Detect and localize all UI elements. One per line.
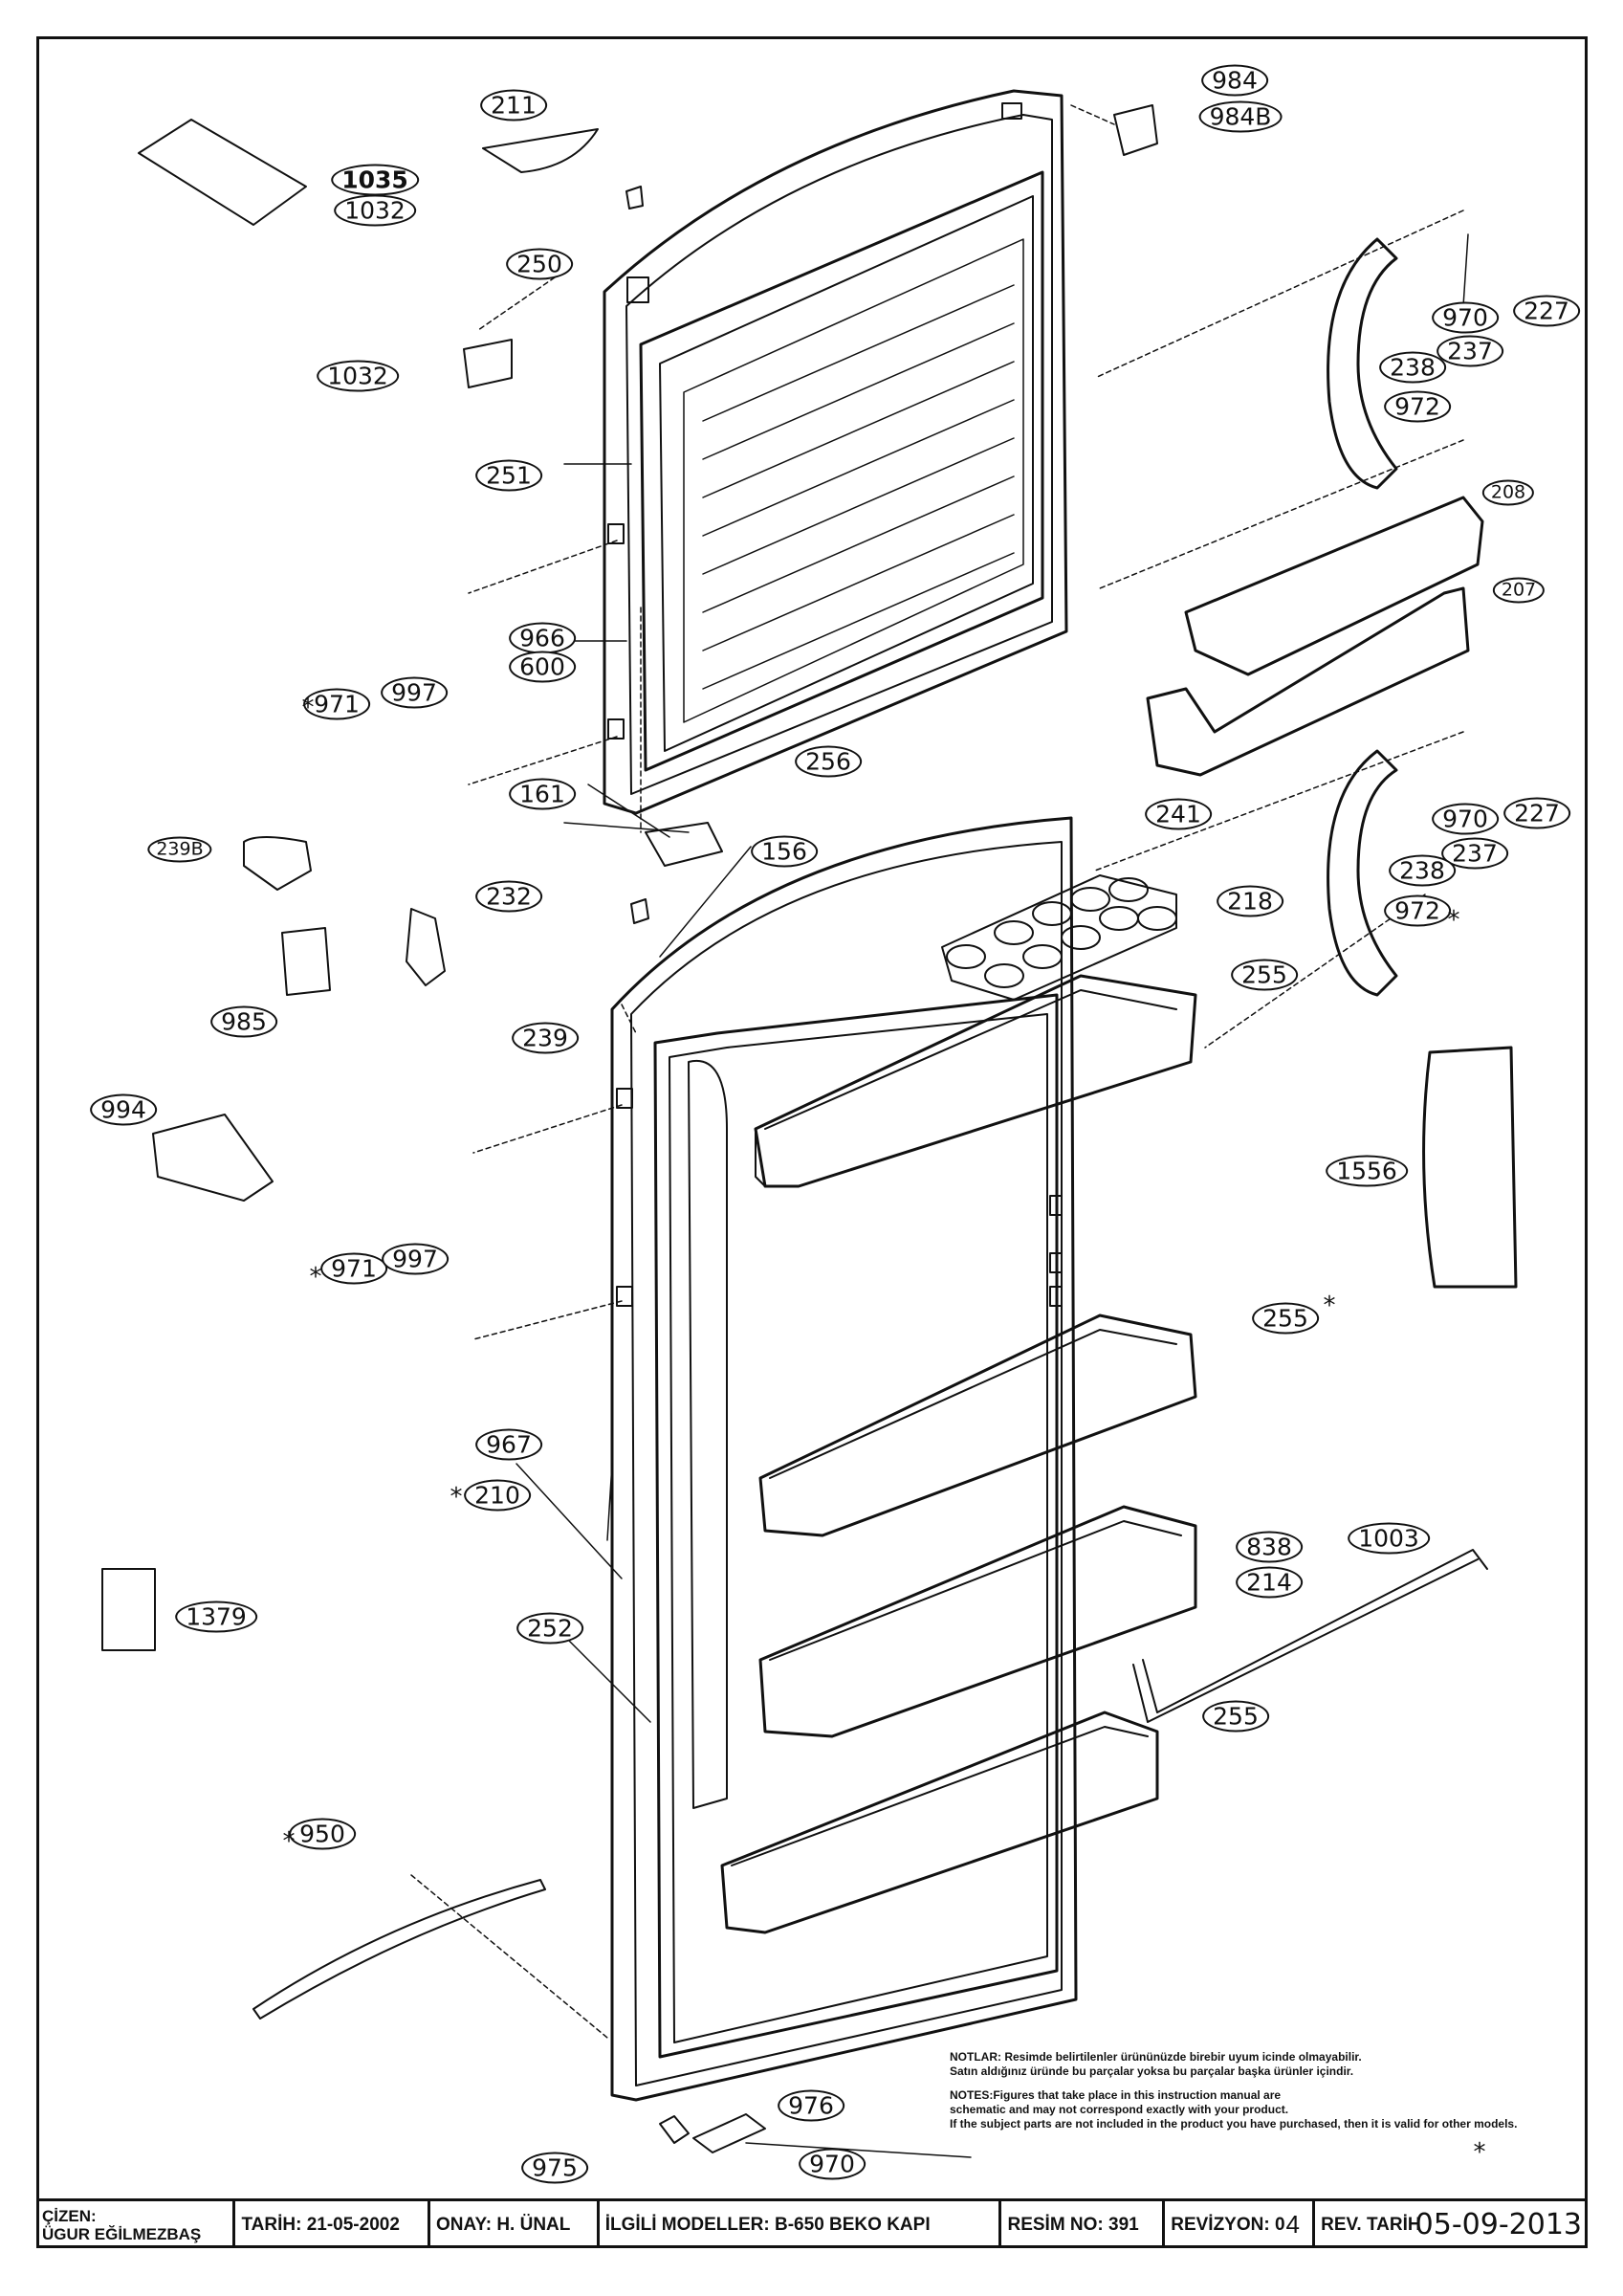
approval-cell: ONAY: H. ÜNAL xyxy=(430,2201,600,2248)
fridge-door xyxy=(610,816,1078,2102)
part-label-207: 207 xyxy=(1492,577,1546,604)
notes-tr-line-1: NOTLAR: Resimde belirtilenler ürününüzde… xyxy=(950,2050,1362,2064)
part-label-970-upper: 970 xyxy=(1432,301,1499,334)
part-label-241: 241 xyxy=(1145,798,1212,830)
part-label-161: 161 xyxy=(509,778,576,810)
part-label-600: 600 xyxy=(509,651,576,683)
small-parts xyxy=(101,104,1158,2153)
part-label-950: 950 xyxy=(289,1818,356,1850)
part-label-237-upper: 237 xyxy=(1437,335,1503,367)
part-label-985: 985 xyxy=(210,1005,277,1038)
part-label-208: 208 xyxy=(1481,479,1535,506)
notes-tr-line-2: Satın aldığınız üründe bu parçalar yoksa… xyxy=(950,2064,1354,2078)
part-label-970-middle: 970 xyxy=(1432,803,1499,835)
part-label-975: 975 xyxy=(521,2152,588,2184)
asterisk-971-upper: * xyxy=(301,694,315,722)
drawing-frame xyxy=(36,36,1588,2248)
title-block: ÇİZEN: ÜGUR EĞİLMEZBAŞ TARİH: 21-05-2002… xyxy=(36,2198,1588,2248)
rev-date-value: 05-09-2013 xyxy=(1415,2208,1582,2241)
drawn-by-name: ÜGUR EĞİLMEZBAŞ xyxy=(42,2224,202,2243)
door-shelf-lower xyxy=(758,1505,1197,1738)
part-label-838: 838 xyxy=(1236,1531,1303,1563)
part-label-994: 994 xyxy=(90,1093,157,1126)
part-label-250: 250 xyxy=(506,248,573,280)
part-label-1032-left: 1032 xyxy=(317,360,399,392)
part-label-997-lower: 997 xyxy=(382,1243,449,1275)
asterisk-971-lower: * xyxy=(309,1263,322,1292)
part-label-256: 256 xyxy=(795,745,862,778)
models-cell: İLGİLİ MODELLER: B-650 BEKO KAPI xyxy=(600,2201,1002,2248)
part-label-210: 210 xyxy=(464,1479,531,1512)
part-label-966: 966 xyxy=(509,622,576,654)
part-label-976: 976 xyxy=(778,2089,844,2122)
part-label-970-bottom: 970 xyxy=(799,2148,866,2180)
part-label-972-middle: 972 xyxy=(1384,894,1451,927)
part-label-232: 232 xyxy=(475,880,542,913)
part-label-211: 211 xyxy=(480,89,547,121)
part-label-1035: 1035 xyxy=(331,164,419,196)
part-label-252: 252 xyxy=(516,1612,583,1645)
asterisk-notes: * xyxy=(1473,2138,1486,2167)
drawing-no-cell: RESİM NO: 391 xyxy=(1001,2201,1166,2248)
drawn-by-cell: ÇİZEN: ÜGUR EĞİLMEZBAŞ xyxy=(36,2201,236,2248)
part-label-1003: 1003 xyxy=(1348,1522,1430,1555)
wire-rail xyxy=(1132,1549,1488,1723)
part-label-1556: 1556 xyxy=(1326,1155,1408,1187)
notes-block: NOTLAR: Resimde belirtilenler ürününüzde… xyxy=(950,2050,1562,2131)
part-label-967: 967 xyxy=(475,1428,542,1461)
door-shelf-top xyxy=(754,974,1197,1188)
asterisk-972: * xyxy=(1447,906,1460,935)
part-label-255-top: 255 xyxy=(1231,959,1298,991)
freezer-door xyxy=(603,89,1068,815)
asterisk-950: * xyxy=(282,1827,296,1856)
part-label-227-upper: 227 xyxy=(1513,295,1580,327)
part-label-239: 239 xyxy=(512,1022,579,1054)
part-label-251: 251 xyxy=(475,459,542,492)
part-label-255-bottom: 255 xyxy=(1202,1700,1269,1733)
part-label-1379: 1379 xyxy=(175,1601,257,1633)
date-cell: TARİH: 21-05-2002 xyxy=(235,2201,430,2248)
freezer-shelf xyxy=(1146,496,1484,777)
rev-date-label: REV. TARİH xyxy=(1321,2214,1421,2235)
notes-en-line-2: schematic and may not correspond exactly… xyxy=(950,2103,1289,2116)
notes-en-line-3: If the subject parts are not included in… xyxy=(950,2117,1518,2130)
gasket-strip xyxy=(252,1879,546,2020)
revision-label: REVİZYON: 0 xyxy=(1171,2214,1285,2235)
door-handles xyxy=(1327,237,1518,1289)
revision-number: 4 xyxy=(1285,2210,1301,2239)
part-label-214: 214 xyxy=(1236,1566,1303,1599)
part-label-239b: 239B xyxy=(147,836,212,863)
part-label-218: 218 xyxy=(1217,885,1283,917)
part-label-984b: 984B xyxy=(1198,100,1283,133)
part-label-238-middle: 238 xyxy=(1389,854,1456,887)
part-label-971-lower: 971 xyxy=(320,1252,387,1285)
part-label-156: 156 xyxy=(751,835,818,868)
part-label-972-upper: 972 xyxy=(1384,390,1451,423)
part-label-227-middle: 227 xyxy=(1503,797,1570,829)
part-label-971-upper: 971 xyxy=(303,688,370,720)
door-shelf-bottom xyxy=(720,1711,1159,1934)
egg-tray xyxy=(941,874,1177,1001)
part-label-255-middle: 255 xyxy=(1252,1302,1319,1335)
part-label-238-upper: 238 xyxy=(1379,351,1446,384)
part-label-984: 984 xyxy=(1201,64,1268,97)
drawn-by-label: ÇİZEN: xyxy=(42,2206,97,2225)
part-label-1032-top: 1032 xyxy=(334,194,416,227)
asterisk-210: * xyxy=(450,1483,463,1512)
asterisk-255: * xyxy=(1323,1292,1336,1320)
notes-en-line-1: NOTES:Figures that take place in this in… xyxy=(950,2088,1282,2102)
door-shelf-middle xyxy=(758,1314,1197,1537)
leader-lines xyxy=(410,104,1469,2158)
part-label-997-upper: 997 xyxy=(381,676,448,709)
